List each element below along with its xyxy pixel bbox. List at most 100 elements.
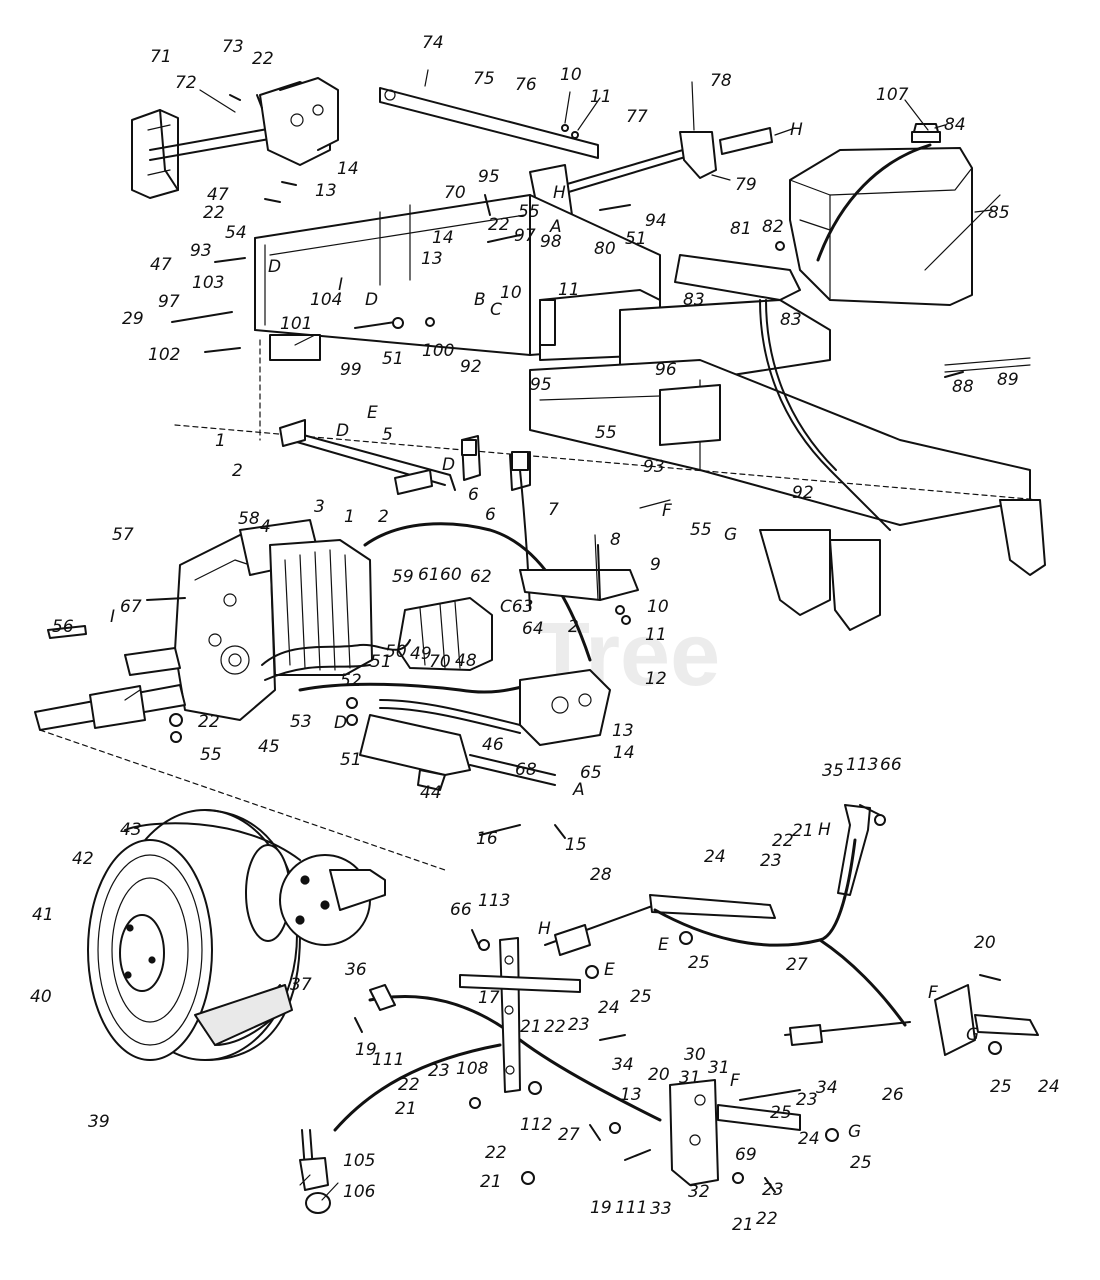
callout-81: 81 xyxy=(730,219,752,239)
callout-77: 77 xyxy=(626,107,648,127)
callout-29: 29 xyxy=(122,309,144,329)
callout-97: 97 xyxy=(158,292,180,312)
callout-13: 13 xyxy=(315,181,337,201)
callout-d: D xyxy=(365,290,378,310)
main-frame xyxy=(174,194,1046,631)
top-link-bar xyxy=(379,69,599,159)
callout-37: 37 xyxy=(290,975,312,995)
callout-h: H xyxy=(538,919,551,939)
callout-111: 111 xyxy=(615,1198,647,1218)
hardware xyxy=(146,94,1001,1193)
callout-92: 92 xyxy=(792,483,814,503)
upper-rod xyxy=(529,81,773,223)
callout-44: 44 xyxy=(420,783,442,803)
callout-56: 56 xyxy=(52,617,74,637)
callout-23: 23 xyxy=(428,1061,450,1081)
callout-22: 22 xyxy=(488,215,510,235)
callout-1: 1 xyxy=(215,431,226,451)
callout-95: 95 xyxy=(530,375,552,395)
callout-e: E xyxy=(604,960,615,980)
callout-34: 34 xyxy=(816,1078,838,1098)
callout-39: 39 xyxy=(88,1112,110,1132)
callout-24: 24 xyxy=(798,1129,820,1149)
callout-22: 22 xyxy=(252,49,274,69)
callout-e: E xyxy=(367,403,378,423)
callout-b: B xyxy=(474,290,486,310)
callout-c: C xyxy=(490,300,502,320)
callout-92: 92 xyxy=(460,357,482,377)
callout-83: 83 xyxy=(683,290,705,310)
callout-6: 6 xyxy=(485,505,496,525)
callout-31: 31 xyxy=(708,1058,730,1078)
callout-41: 41 xyxy=(32,905,54,925)
callout-108: 108 xyxy=(456,1059,489,1079)
callout-51: 51 xyxy=(370,652,392,672)
callout-28: 28 xyxy=(590,865,612,885)
callout-21: 21 xyxy=(792,821,814,841)
callout-113: 113 xyxy=(478,891,510,911)
callout-66: 66 xyxy=(880,755,902,775)
callout-25: 25 xyxy=(688,953,710,973)
callout-57: 57 xyxy=(112,525,134,545)
callout-f: F xyxy=(730,1071,740,1091)
callout-12: 12 xyxy=(645,669,667,689)
callout-52: 52 xyxy=(340,671,362,691)
callout-23: 23 xyxy=(762,1180,784,1200)
callout-95: 95 xyxy=(478,167,500,187)
callout-82: 82 xyxy=(762,217,784,237)
callout-21: 21 xyxy=(395,1099,417,1119)
callout-61: 61 xyxy=(418,565,440,585)
callout-40: 40 xyxy=(30,987,52,1007)
callout-19: 19 xyxy=(590,1198,612,1218)
callout-99: 99 xyxy=(340,360,362,380)
callout-19: 19 xyxy=(355,1040,377,1060)
callout-6: 6 xyxy=(468,485,479,505)
callout-24: 24 xyxy=(1038,1077,1060,1097)
callout-1: 1 xyxy=(344,507,355,527)
callout-22: 22 xyxy=(203,203,225,223)
callout-63: C63 xyxy=(500,597,534,617)
callout-42: 42 xyxy=(72,849,94,869)
callout-23: 23 xyxy=(796,1090,818,1110)
callout-17: 17 xyxy=(478,988,500,1008)
callout-79: 79 xyxy=(735,175,757,195)
callout-27: 27 xyxy=(786,955,808,975)
callout-65: 65 xyxy=(580,763,602,783)
callout-10: 10 xyxy=(560,65,582,85)
callout-f: F xyxy=(662,501,672,521)
callout-83: 83 xyxy=(780,310,802,330)
callout-73: 73 xyxy=(222,37,244,57)
callout-72: 72 xyxy=(175,73,197,93)
callout-102: 102 xyxy=(148,345,180,365)
callout-22: 22 xyxy=(398,1075,420,1095)
callout-93: 93 xyxy=(643,457,665,477)
callout-51: 51 xyxy=(625,229,647,249)
callout-31: 31 xyxy=(679,1068,701,1088)
callout-25: 25 xyxy=(770,1103,792,1123)
callout-89: 89 xyxy=(997,370,1019,390)
callout-50: 50 xyxy=(385,642,407,662)
lower-linkage xyxy=(299,804,1039,1214)
steering-bracket-assembly xyxy=(131,77,339,199)
callout-25: 25 xyxy=(990,1077,1012,1097)
callout-d: D xyxy=(268,257,281,277)
callout-10: 10 xyxy=(500,283,522,303)
callout-67: 67 xyxy=(120,597,142,617)
callout-80: 80 xyxy=(594,239,616,259)
callout-68: 68 xyxy=(515,760,537,780)
callout-21: 21 xyxy=(732,1215,754,1235)
callout-59: 59 xyxy=(392,567,414,587)
callout-21: 21 xyxy=(480,1172,502,1192)
callout-106: 106 xyxy=(343,1182,376,1202)
callout-20: 20 xyxy=(648,1065,670,1085)
callout-2: 2 xyxy=(232,461,243,481)
callout-e: E xyxy=(658,935,669,955)
callout-46: 46 xyxy=(482,735,504,755)
callout-22: 22 xyxy=(485,1143,507,1163)
callout-43: 43 xyxy=(120,820,142,840)
callout-a: A xyxy=(572,780,585,800)
callout-113: 113 xyxy=(846,755,878,775)
callout-98: 98 xyxy=(540,232,562,252)
callout-69: 69 xyxy=(735,1145,757,1165)
callout-55: 55 xyxy=(595,423,617,443)
